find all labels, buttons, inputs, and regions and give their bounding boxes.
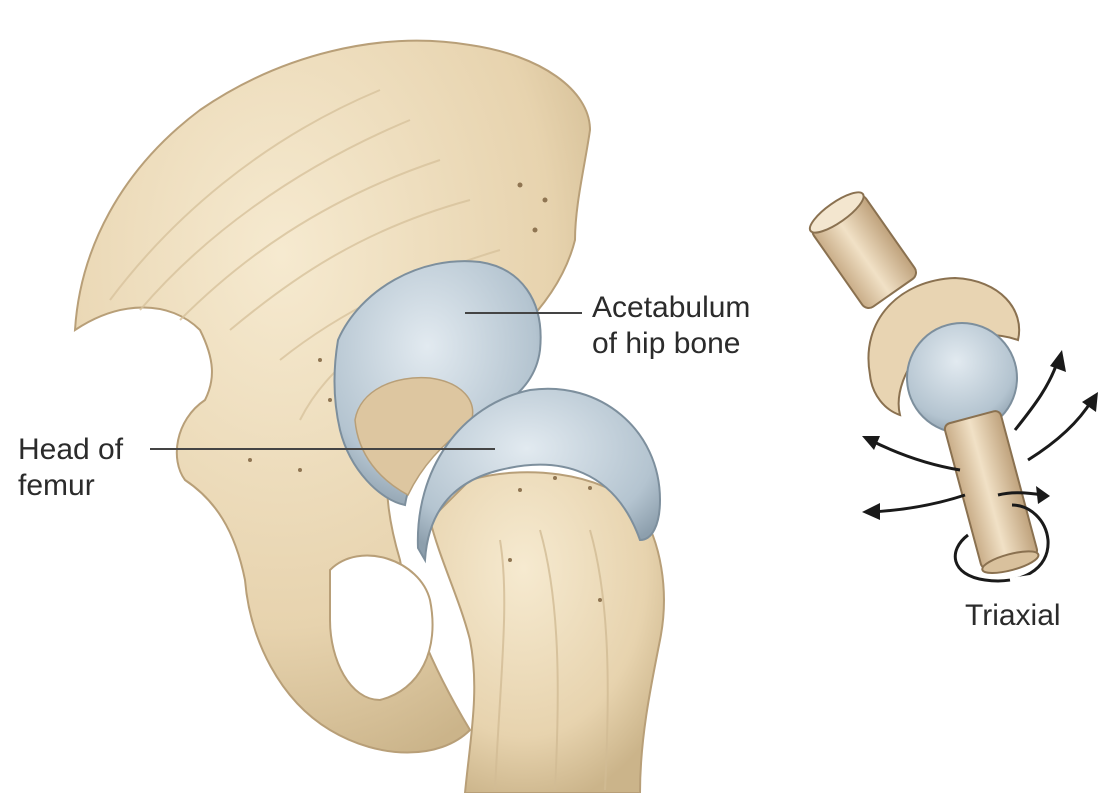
- acetabulum-label: Acetabulum of hip bone: [592, 290, 750, 362]
- triaxial-joint-model: [805, 186, 1098, 581]
- head-of-femur-label-line1: Head of: [18, 433, 123, 466]
- acetabulum-label-line1: Acetabulum: [592, 291, 750, 324]
- triaxial-label: Triaxial: [965, 598, 1061, 634]
- head-of-femur-label: Head of femur: [18, 432, 123, 504]
- head-of-femur-label-line2: femur: [18, 469, 95, 502]
- acetabulum-label-line2: of hip bone: [592, 327, 740, 360]
